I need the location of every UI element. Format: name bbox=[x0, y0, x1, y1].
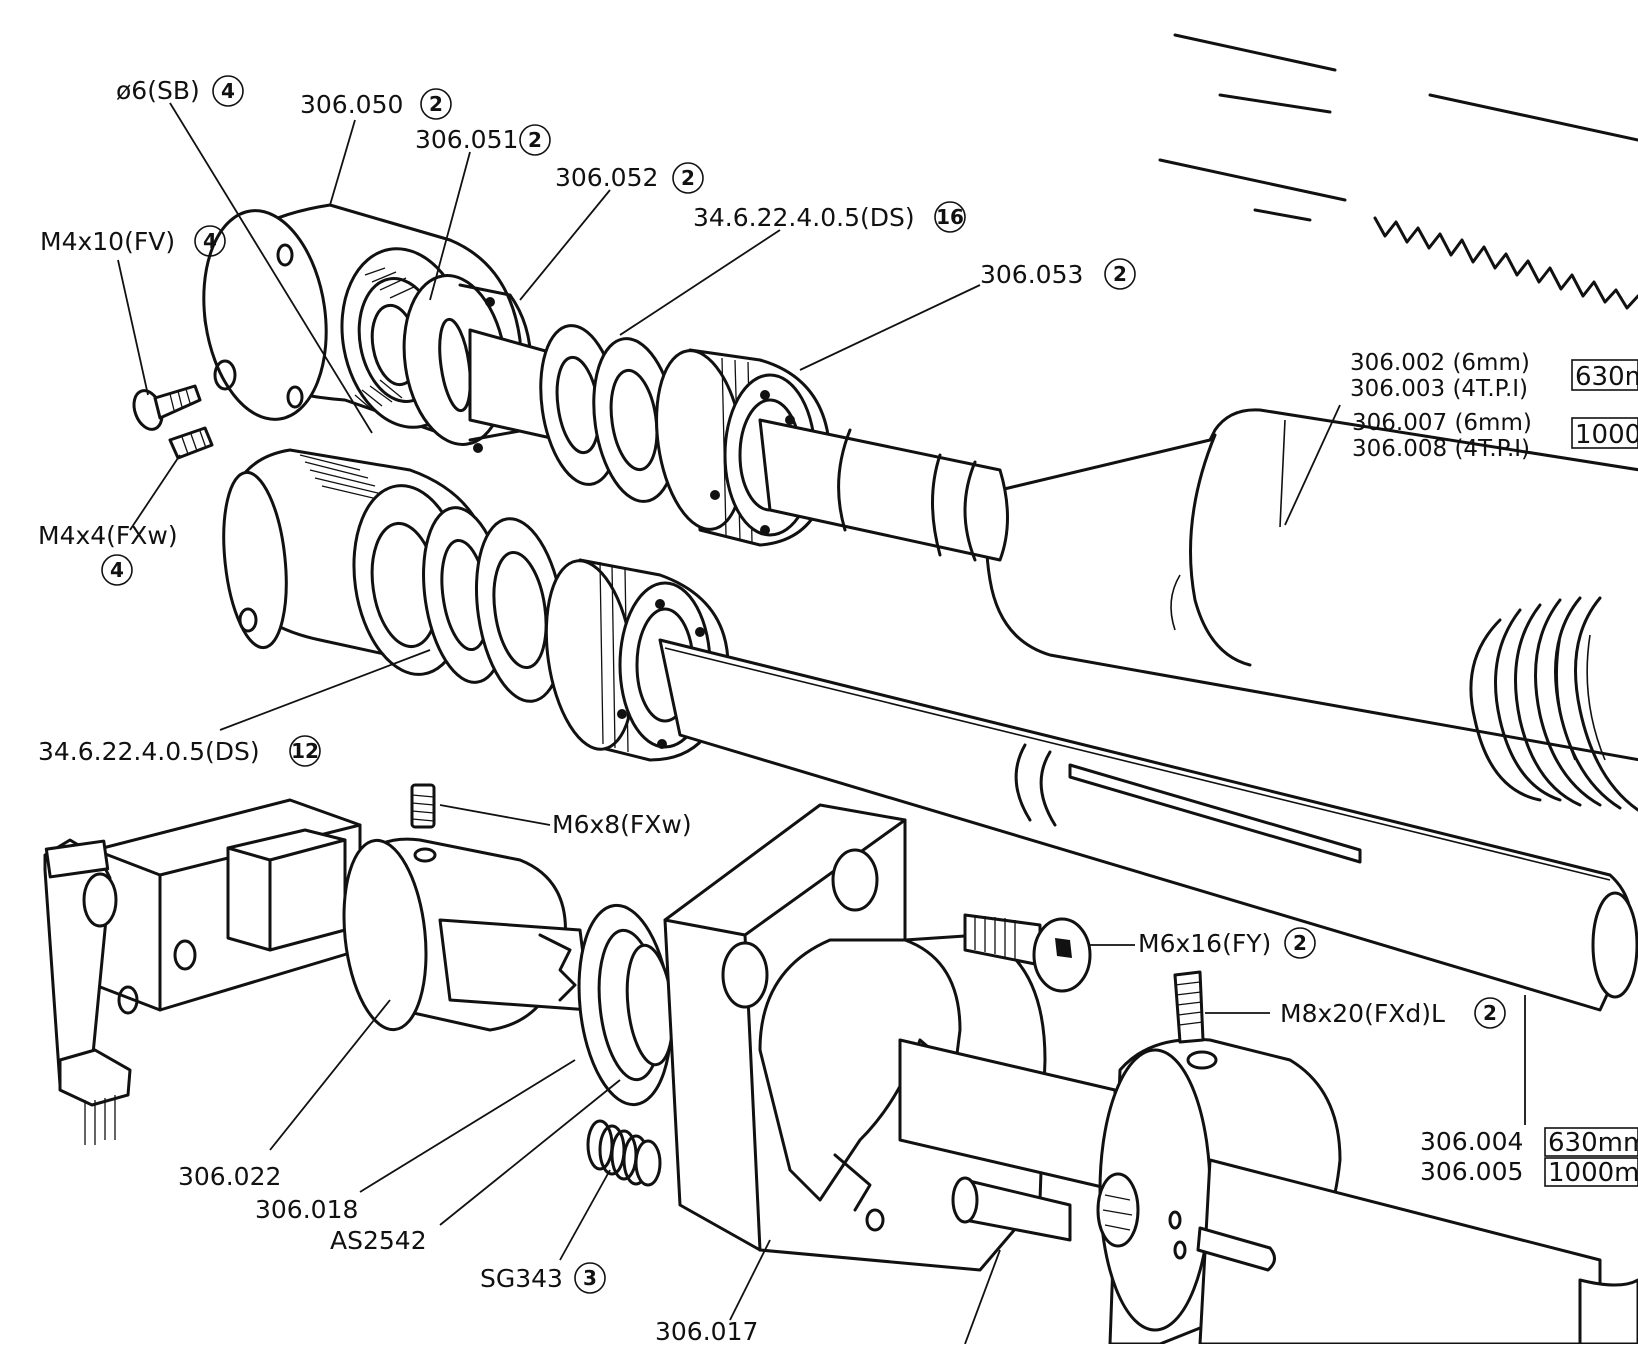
callout-qty: 4 bbox=[221, 79, 235, 103]
callout-ds-12: 34.6.22.4.0.5(DS) 12 bbox=[38, 735, 321, 767]
callout-qty: 12 bbox=[291, 739, 319, 763]
variant-spec: (6mm) bbox=[1452, 350, 1529, 376]
callout-part-label: 306.051 bbox=[415, 125, 518, 154]
variant-part: 306.005 bbox=[1420, 1157, 1523, 1186]
callout-part-label: 34.6.22.4.0.5(DS) bbox=[38, 737, 260, 766]
callout-qty: 2 bbox=[528, 128, 542, 152]
callout-qty: 2 bbox=[1293, 931, 1307, 955]
lower-bearing-housing bbox=[222, 448, 730, 762]
callout-m4x10: M4x10(FV) 4 bbox=[40, 225, 226, 257]
screw-m6x16 bbox=[963, 913, 1092, 993]
callout-qty: 2 bbox=[1483, 1001, 1497, 1025]
callout-m6x8: M6x8(FXw) bbox=[552, 810, 692, 839]
callout-qty: 3 bbox=[583, 1266, 597, 1290]
bearing-hatch bbox=[354, 267, 417, 409]
callout-part-label: M4x10(FV) bbox=[40, 227, 175, 256]
variant-length-box: 630mm bbox=[1548, 1128, 1638, 1158]
spring-sg343 bbox=[586, 1119, 662, 1187]
callout-part-label: 306.052 bbox=[555, 163, 658, 192]
callout-part-label: 306.053 bbox=[980, 260, 1083, 289]
callout-part-label: M6x8(FXw) bbox=[552, 810, 692, 839]
variant-length-box: 1000mm bbox=[1575, 420, 1638, 450]
variant-spec: (4T.P.I) bbox=[1452, 376, 1528, 402]
callout-306-017: 306.017 bbox=[655, 1317, 758, 1346]
callout-part-label: 306.022 bbox=[178, 1162, 281, 1191]
top-shaft-components bbox=[402, 274, 1009, 562]
callout-part-label: ø6(SB) bbox=[116, 76, 200, 105]
variant-spec: (4T.P.I) bbox=[1454, 436, 1530, 462]
callout-qty: 2 bbox=[681, 166, 695, 190]
callout-part-label: AS2542 bbox=[330, 1226, 427, 1255]
callout-306-052: 306.052 2 bbox=[555, 162, 704, 194]
screw-m6x8 bbox=[410, 783, 436, 829]
screw-m4x10 bbox=[132, 384, 202, 431]
callout-labels: ø6(SB) 4 306.050 2 306.051 2 306.052 2 3… bbox=[38, 75, 1506, 1346]
callout-306-018: 306.018 bbox=[255, 1195, 358, 1224]
screw-m4x4 bbox=[168, 426, 214, 460]
svg-text:306.007 (6mm): 306.007 (6mm) bbox=[1352, 410, 1532, 436]
callout-m4x4: M4x4(FXw) 4 bbox=[38, 521, 178, 586]
callout-part-label: M4x4(FXw) bbox=[38, 521, 178, 550]
callout-as2542: AS2542 bbox=[330, 1226, 427, 1255]
variant-part: 306.002 bbox=[1350, 350, 1445, 376]
callout-part-label: M6x16(FY) bbox=[1138, 929, 1271, 958]
callout-qty: 2 bbox=[1113, 262, 1127, 286]
callout-qty: 2 bbox=[429, 92, 443, 116]
callout-306-051: 306.051 2 bbox=[415, 124, 551, 156]
keyed-shaft bbox=[658, 638, 1638, 1012]
variant-spec: (6mm) bbox=[1454, 410, 1531, 436]
callout-part-label: 34.6.22.4.0.5(DS) bbox=[693, 203, 915, 232]
callout-part-label: M8x20(FXd)L bbox=[1280, 999, 1445, 1028]
collar-lower-right bbox=[1096, 1037, 1638, 1346]
leadscrew-variants: 306.002 (6mm) 306.003 (4T.P.I) 630mm 306… bbox=[1350, 350, 1638, 462]
callout-part-label: 306.017 bbox=[655, 1317, 758, 1344]
screw-m8x20 bbox=[1173, 970, 1205, 1044]
collar-306-022 bbox=[342, 837, 592, 1032]
callout-sb: ø6(SB) 4 bbox=[116, 75, 244, 107]
svg-text:306.008 (4T.P.I): 306.008 (4T.P.I) bbox=[1352, 436, 1530, 462]
variant-part: 306.004 bbox=[1420, 1127, 1523, 1156]
variant-part: 306.007 bbox=[1352, 410, 1447, 436]
callout-qty: 4 bbox=[110, 558, 124, 582]
callout-306-053: 306.053 2 bbox=[980, 258, 1136, 290]
variant-part: 306.008 bbox=[1352, 436, 1447, 462]
shaft-variants: 306.004 630mm 306.005 1000mm bbox=[1420, 1127, 1638, 1188]
svg-text:306.003 (4T.P.I): 306.003 (4T.P.I) bbox=[1350, 376, 1528, 402]
callout-sg343: SG343 3 bbox=[480, 1262, 606, 1294]
callout-m6x16: M6x16(FY) 2 bbox=[1138, 927, 1316, 959]
callout-qty: 4 bbox=[203, 229, 217, 253]
washer-306-018 bbox=[577, 903, 675, 1107]
callout-306-050: 306.050 2 bbox=[300, 88, 452, 120]
lever-bracket bbox=[43, 798, 362, 1145]
leader-lines bbox=[117, 102, 1526, 1345]
callout-part-label: 306.018 bbox=[255, 1195, 358, 1224]
callout-ds-16: 34.6.22.4.0.5(DS) 16 bbox=[693, 201, 966, 233]
variant-part: 306.003 bbox=[1350, 376, 1445, 402]
variant-length-box: 1000mm bbox=[1548, 1158, 1638, 1188]
callout-306-022: 306.022 bbox=[178, 1162, 281, 1191]
leadscrew-long-part bbox=[985, 33, 1638, 812]
variant-length-box: 630mm bbox=[1575, 362, 1638, 392]
callout-qty: 16 bbox=[936, 205, 964, 229]
callout-part-label: 306.050 bbox=[300, 90, 403, 119]
svg-text:306.002 (6mm): 306.002 (6mm) bbox=[1350, 350, 1530, 376]
callout-m8x20: M8x20(FXd)L 2 bbox=[1280, 997, 1506, 1029]
callout-part-label: SG343 bbox=[480, 1264, 563, 1293]
